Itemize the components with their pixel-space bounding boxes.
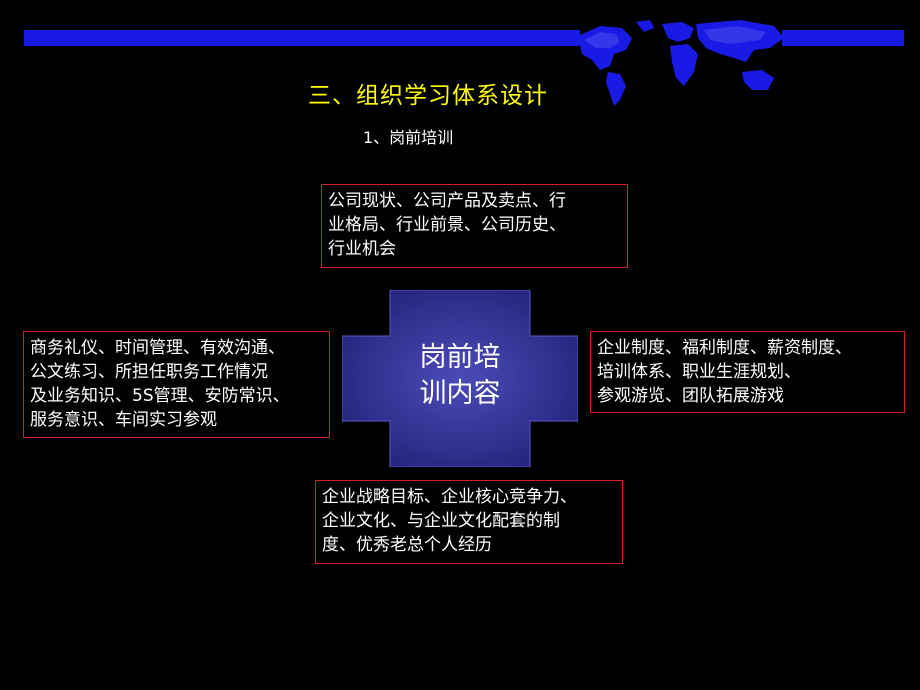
box-line: 度、优秀老总个人经历 bbox=[322, 535, 492, 555]
center-label-line: 训内容 bbox=[419, 378, 501, 409]
section-subtitle: 1、岗前培训 bbox=[363, 128, 454, 147]
box-line: 行业机会 bbox=[328, 239, 396, 259]
box-line: 企业战略目标、企业核心竞争力、 bbox=[322, 487, 577, 507]
box-line: 服务意识、车间实习参观 bbox=[30, 410, 217, 430]
content-box-top: 公司现状、公司产品及卖点、行 业格局、行业前景、公司历史、 行业机会 bbox=[321, 184, 628, 268]
content-box-bottom: 企业战略目标、企业核心竞争力、 企业文化、与企业文化配套的制 度、优秀老总个人经… bbox=[315, 480, 623, 564]
content-box-left: 商务礼仪、时间管理、有效沟通、 公文练习、所担任职务工作情况 及业务知识、5S管… bbox=[23, 331, 330, 438]
content-box-right: 企业制度、福利制度、薪资制度、 培训体系、职业生涯规划、 参观游览、团队拓展游戏 bbox=[590, 331, 905, 413]
box-line: 培训体系、职业生涯规划、 bbox=[597, 362, 801, 382]
box-line: 企业制度、福利制度、薪资制度、 bbox=[597, 338, 852, 358]
box-line: 业格局、行业前景、公司历史、 bbox=[328, 215, 566, 235]
center-label-line: 岗前培 bbox=[419, 342, 501, 373]
box-line: 公文练习、所担任职务工作情况 bbox=[30, 362, 268, 382]
box-line: 企业文化、与企业文化配套的制 bbox=[322, 511, 560, 531]
center-label: 岗前培 训内容 bbox=[400, 340, 520, 412]
box-line: 及业务知识、5S管理、安防常识、 bbox=[30, 386, 290, 406]
world-map-icon bbox=[578, 20, 784, 106]
page-title: 三、组织学习体系设计 bbox=[308, 83, 548, 109]
box-line: 参观游览、团队拓展游戏 bbox=[597, 386, 784, 406]
box-line: 商务礼仪、时间管理、有效沟通、 bbox=[30, 338, 285, 358]
header-bar-right bbox=[782, 30, 904, 46]
header-bar-left bbox=[24, 30, 580, 46]
box-line: 公司现状、公司产品及卖点、行 bbox=[328, 191, 566, 211]
center-cross-shape bbox=[342, 290, 578, 467]
